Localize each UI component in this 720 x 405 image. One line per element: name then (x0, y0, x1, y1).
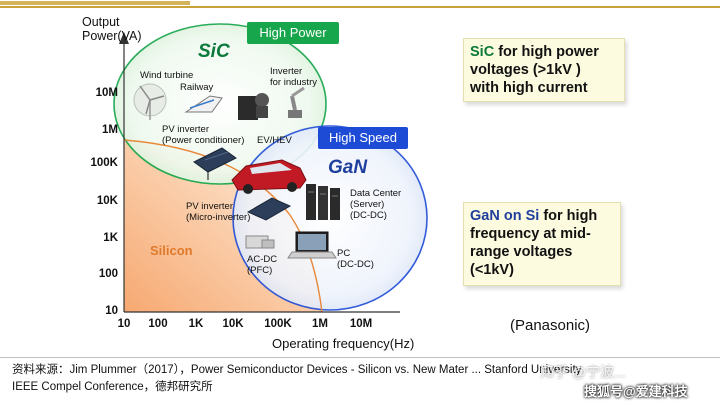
faint-watermark: 知乎 @宁波... (540, 364, 626, 380)
x-tick: 10M (349, 318, 373, 330)
x-tick: 10K (222, 318, 244, 330)
railway-label: Railway (180, 82, 214, 93)
watermark: 搜狐号@爱建科技 (584, 384, 688, 399)
solar-panel-micro-icon (246, 197, 292, 221)
y-tick: 1M (102, 124, 118, 136)
inverter-industry-label: Inverter for industry (270, 66, 317, 88)
silicon-region-label: Silicon (150, 243, 193, 258)
ev-car-icon (231, 159, 307, 194)
x-axis-label: Operating frequency(Hz) (272, 336, 415, 351)
sic-note-highlight: SiC (470, 44, 495, 60)
sic-region-label: SiC (198, 41, 230, 62)
y-tick: 10M (95, 87, 118, 99)
footer-rule (0, 357, 720, 358)
ac-dc-label: AC-DC (PFC) (247, 254, 278, 276)
y-tick: 1K (103, 232, 118, 244)
server-rack-icon (306, 184, 340, 220)
industrial-robot-icon (288, 86, 305, 118)
y-axis-label: Output Power(VA) (82, 15, 142, 43)
y-axis-arrow (119, 32, 129, 44)
wind-turbine-label: Wind turbine (140, 70, 194, 81)
wind-turbine-icon (133, 83, 167, 120)
gan-note-box: GaN on Si for high frequency at mid- ran… (463, 202, 621, 286)
application-map-diagram (113, 23, 428, 313)
source-citation: 资料来源：Jim Plummer（2017），Power Semiconduct… (12, 364, 582, 393)
pv-inverter-pc-label: PV inverter (Power conditioner) (162, 124, 245, 146)
y-tick: 10 (105, 305, 118, 317)
pv-inverter-micro-label: PV inverter (Micro-inverter) (186, 201, 251, 223)
y-tick: 10K (96, 195, 118, 207)
solar-panel-icon (193, 147, 237, 180)
x-tick: 1K (188, 318, 204, 330)
panasonic-credit: (Panasonic) (510, 317, 591, 334)
header-accent-bar (0, 1, 190, 5)
y-tick: 100K (90, 157, 119, 169)
y-tick: 100 (98, 268, 118, 280)
high-speed-tag: High Speed (318, 127, 408, 149)
ev-motor-icon (238, 93, 269, 120)
header-rule (0, 6, 720, 8)
x-tick: 100K (264, 318, 292, 330)
pc-label: PC (DC-DC) (337, 248, 374, 270)
data-center-label: Data Center (Server) (DC-DC) (350, 188, 402, 221)
x-tick: 100 (148, 318, 168, 330)
railway-train-icon (184, 95, 223, 113)
gan-region-label: GaN (328, 157, 368, 178)
laptop-icon (287, 231, 337, 259)
silicon-boundary (123, 139, 323, 313)
ac-dc-adapter-icon (245, 235, 275, 249)
x-tick: 10 (117, 318, 131, 330)
sic-note-box: SiC for high power voltages (>1kV ) with… (463, 38, 625, 102)
high-power-tag: High Power (247, 22, 339, 44)
gan-note-highlight: GaN on Si (470, 208, 540, 224)
x-tick: 1M (312, 318, 328, 330)
ev-hev-label: EV/HEV (257, 135, 292, 146)
